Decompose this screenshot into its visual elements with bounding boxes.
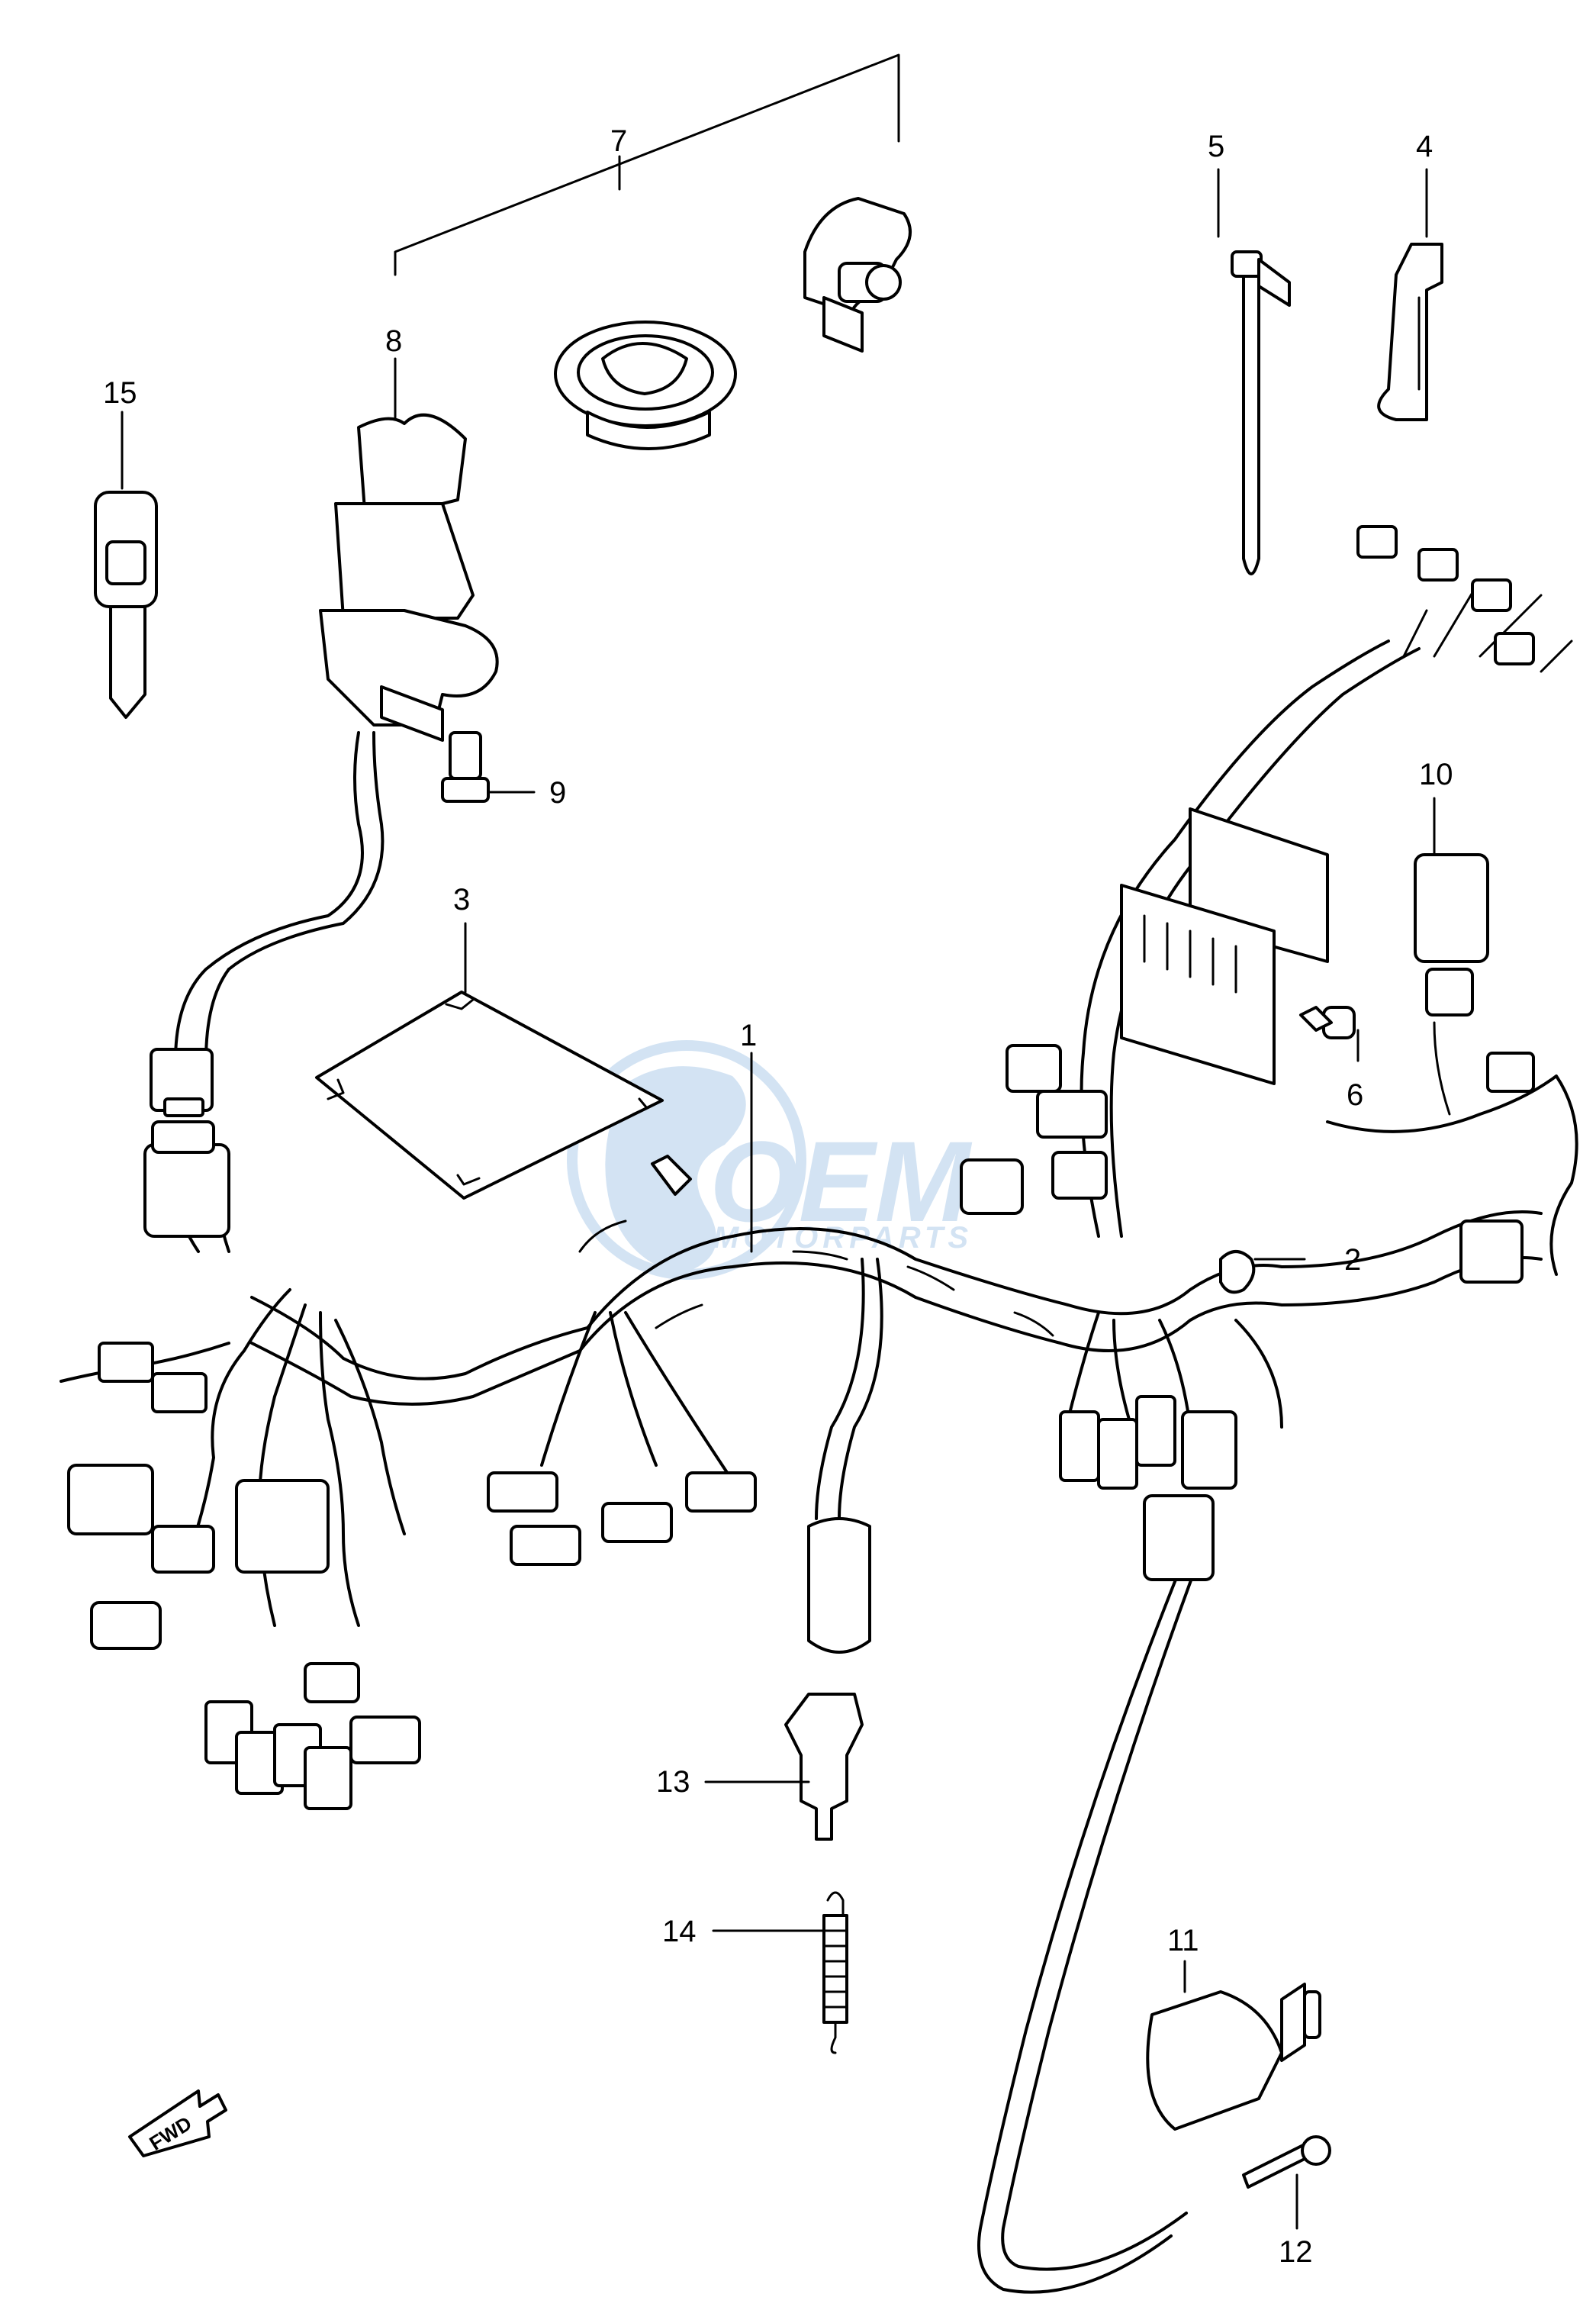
leader-7 (394, 53, 900, 276)
watermark-tagline: MOTORPARTS (713, 1221, 973, 1255)
callout-7: 7 (610, 124, 627, 158)
callout-labels: 1 2 3 4 5 6 7 8 9 10 11 12 13 14 15 (103, 124, 1453, 2269)
bolt-12 (1242, 2135, 1331, 2189)
neutral-switch (784, 1693, 864, 1841)
callout-5: 5 (1208, 130, 1224, 163)
fwd-arrow-icon: FWD (128, 2089, 227, 2157)
callout-10: 10 (1419, 758, 1453, 791)
callout-4: 4 (1416, 130, 1433, 163)
bolt-9 (441, 731, 536, 803)
callout-15: 15 (103, 376, 137, 410)
callout-3: 3 (453, 883, 470, 917)
screw-6 (1299, 1006, 1356, 1039)
seat-lock (803, 197, 912, 353)
callout-13: 13 (656, 1765, 690, 1799)
callout-14: 14 (662, 1915, 697, 1948)
clamp (1377, 243, 1443, 421)
callout-12: 12 (1279, 2235, 1313, 2269)
leader-lines (121, 168, 1436, 2230)
watermark: OEM MOTORPARTS (567, 1040, 973, 1280)
insulation-sheet (315, 991, 664, 1200)
spring (822, 1891, 848, 2054)
callout-11: 11 (1167, 1924, 1199, 1957)
side-stand-switch (977, 1494, 1321, 2294)
callout-2: 2 (1344, 1243, 1361, 1277)
fuel-cap (554, 321, 737, 450)
callout-1: 1 (740, 1019, 757, 1052)
cable-tie (1231, 250, 1291, 575)
grommet (1219, 1250, 1306, 1294)
watermark-brand: OEM (710, 1117, 973, 1245)
callout-8: 8 (385, 324, 402, 358)
relay (1414, 853, 1489, 1116)
callout-9: 9 (549, 776, 566, 810)
ignition-switch (150, 413, 499, 1117)
main-wiring-harness (60, 525, 1578, 1810)
ignition-key (94, 491, 158, 719)
callout-6: 6 (1347, 1078, 1363, 1112)
